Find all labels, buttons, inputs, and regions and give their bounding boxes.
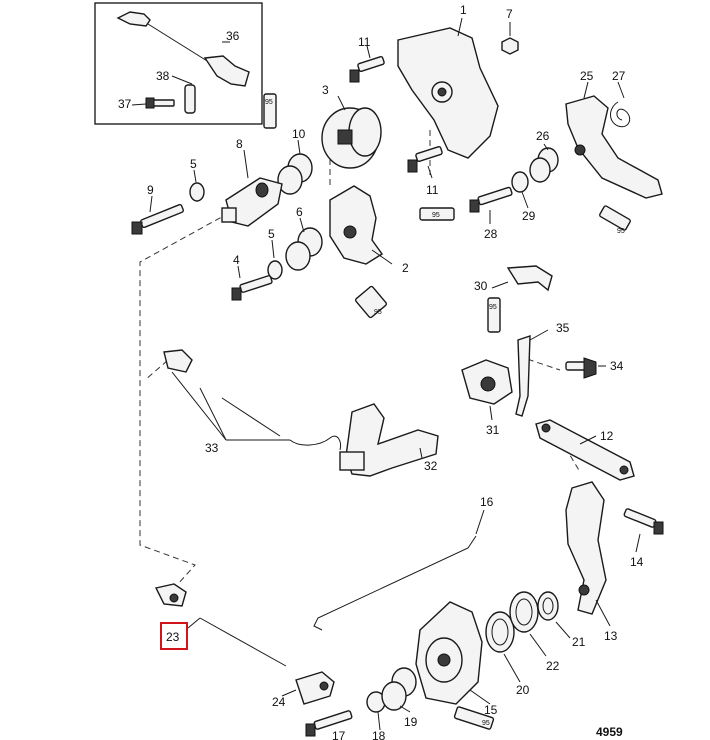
label-5b: 5 (268, 227, 275, 241)
part-23-clevis (154, 583, 287, 667)
label-30: 30 (474, 279, 488, 293)
label-10: 10 (292, 127, 306, 141)
part-6-bushing (285, 227, 323, 271)
tube-label: 95 (432, 212, 440, 219)
label-23: 23 (166, 630, 180, 644)
part-30-clip (506, 265, 553, 292)
part-32-arm (339, 403, 439, 477)
label-29: 29 (522, 209, 536, 223)
part-5-washers (189, 182, 283, 280)
part-33-rod (163, 349, 341, 451)
label-7: 7 (506, 7, 513, 21)
label-5a: 5 (190, 157, 197, 171)
part-15-cam (415, 601, 483, 705)
label-11: 11 (358, 35, 371, 49)
label-3: 3 (322, 83, 329, 97)
label-20: 20 (516, 683, 530, 697)
label-37: 37 (118, 97, 132, 111)
tube-label: 95 (374, 309, 382, 316)
part-31-housing (461, 359, 513, 405)
label-25: 25 (580, 69, 594, 83)
parts-18-19 (366, 667, 417, 713)
tube-labels: 95 95 95 95 95 95 (265, 99, 625, 727)
label-14: 14 (630, 555, 644, 569)
tube-label: 95 (489, 304, 497, 311)
part-17-screw (305, 710, 353, 737)
label-4: 4 (233, 253, 240, 267)
label-16: 16 (480, 495, 494, 509)
part-2-cam (329, 185, 384, 265)
label-15: 15 (484, 703, 498, 717)
label-34: 34 (610, 359, 624, 373)
inset-box (94, 2, 263, 125)
label-33: 33 (205, 441, 219, 455)
tube-label: 95 (482, 720, 490, 727)
part-9-screw (131, 203, 184, 235)
part-24-clevis (295, 671, 335, 705)
figure-number: 4959 (596, 725, 623, 739)
tube-label: 95 (617, 228, 625, 235)
label-8: 8 (236, 137, 243, 151)
highlighted-label-23[interactable]: 23 (160, 622, 188, 650)
part-10-bushing (277, 153, 313, 195)
part-25-lever (565, 95, 663, 199)
parts-26-29-28 (469, 147, 559, 213)
label-11b: 11 (426, 183, 439, 197)
label-9: 9 (147, 183, 154, 197)
label-31: 31 (486, 423, 500, 437)
part-34-screw (565, 357, 597, 379)
label-36: 36 (226, 29, 240, 43)
part-8-bracket (221, 177, 283, 227)
part-number-labels: 1 7 36 11 38 25 27 3 37 10 26 8 5 11 9 2… (118, 3, 644, 740)
label-17: 17 (332, 729, 346, 740)
label-1: 1 (460, 3, 467, 17)
label-6: 6 (296, 205, 303, 219)
label-38: 38 (156, 69, 170, 83)
part-16-rod (313, 535, 477, 631)
part-14-screw (623, 508, 664, 535)
label-27: 27 (612, 69, 626, 83)
tube-label: 95 (265, 99, 273, 106)
part-1-housing (397, 17, 499, 159)
label-12: 12 (600, 429, 614, 443)
label-13: 13 (604, 629, 618, 643)
part-7-nut (501, 22, 519, 55)
label-24: 24 (272, 695, 286, 709)
part-3-gear (321, 107, 382, 169)
label-18: 18 (372, 729, 386, 740)
parts-20-22-springs (485, 591, 559, 653)
label-19: 19 (404, 715, 418, 729)
label-2: 2 (402, 261, 409, 275)
part-4-screw (231, 275, 273, 301)
part-11-screws (349, 55, 443, 173)
label-26: 26 (536, 129, 550, 143)
part-35-bracket (515, 335, 531, 417)
label-28: 28 (484, 227, 498, 241)
label-22: 22 (546, 659, 560, 673)
leader-lines (149, 45, 641, 731)
highlight-box (160, 622, 188, 650)
part-13-bracket (565, 481, 607, 615)
label-32: 32 (424, 459, 438, 473)
label-21: 21 (572, 635, 586, 649)
grease-tubes (263, 93, 631, 730)
part-12-link (535, 419, 635, 481)
label-35: 35 (556, 321, 570, 335)
